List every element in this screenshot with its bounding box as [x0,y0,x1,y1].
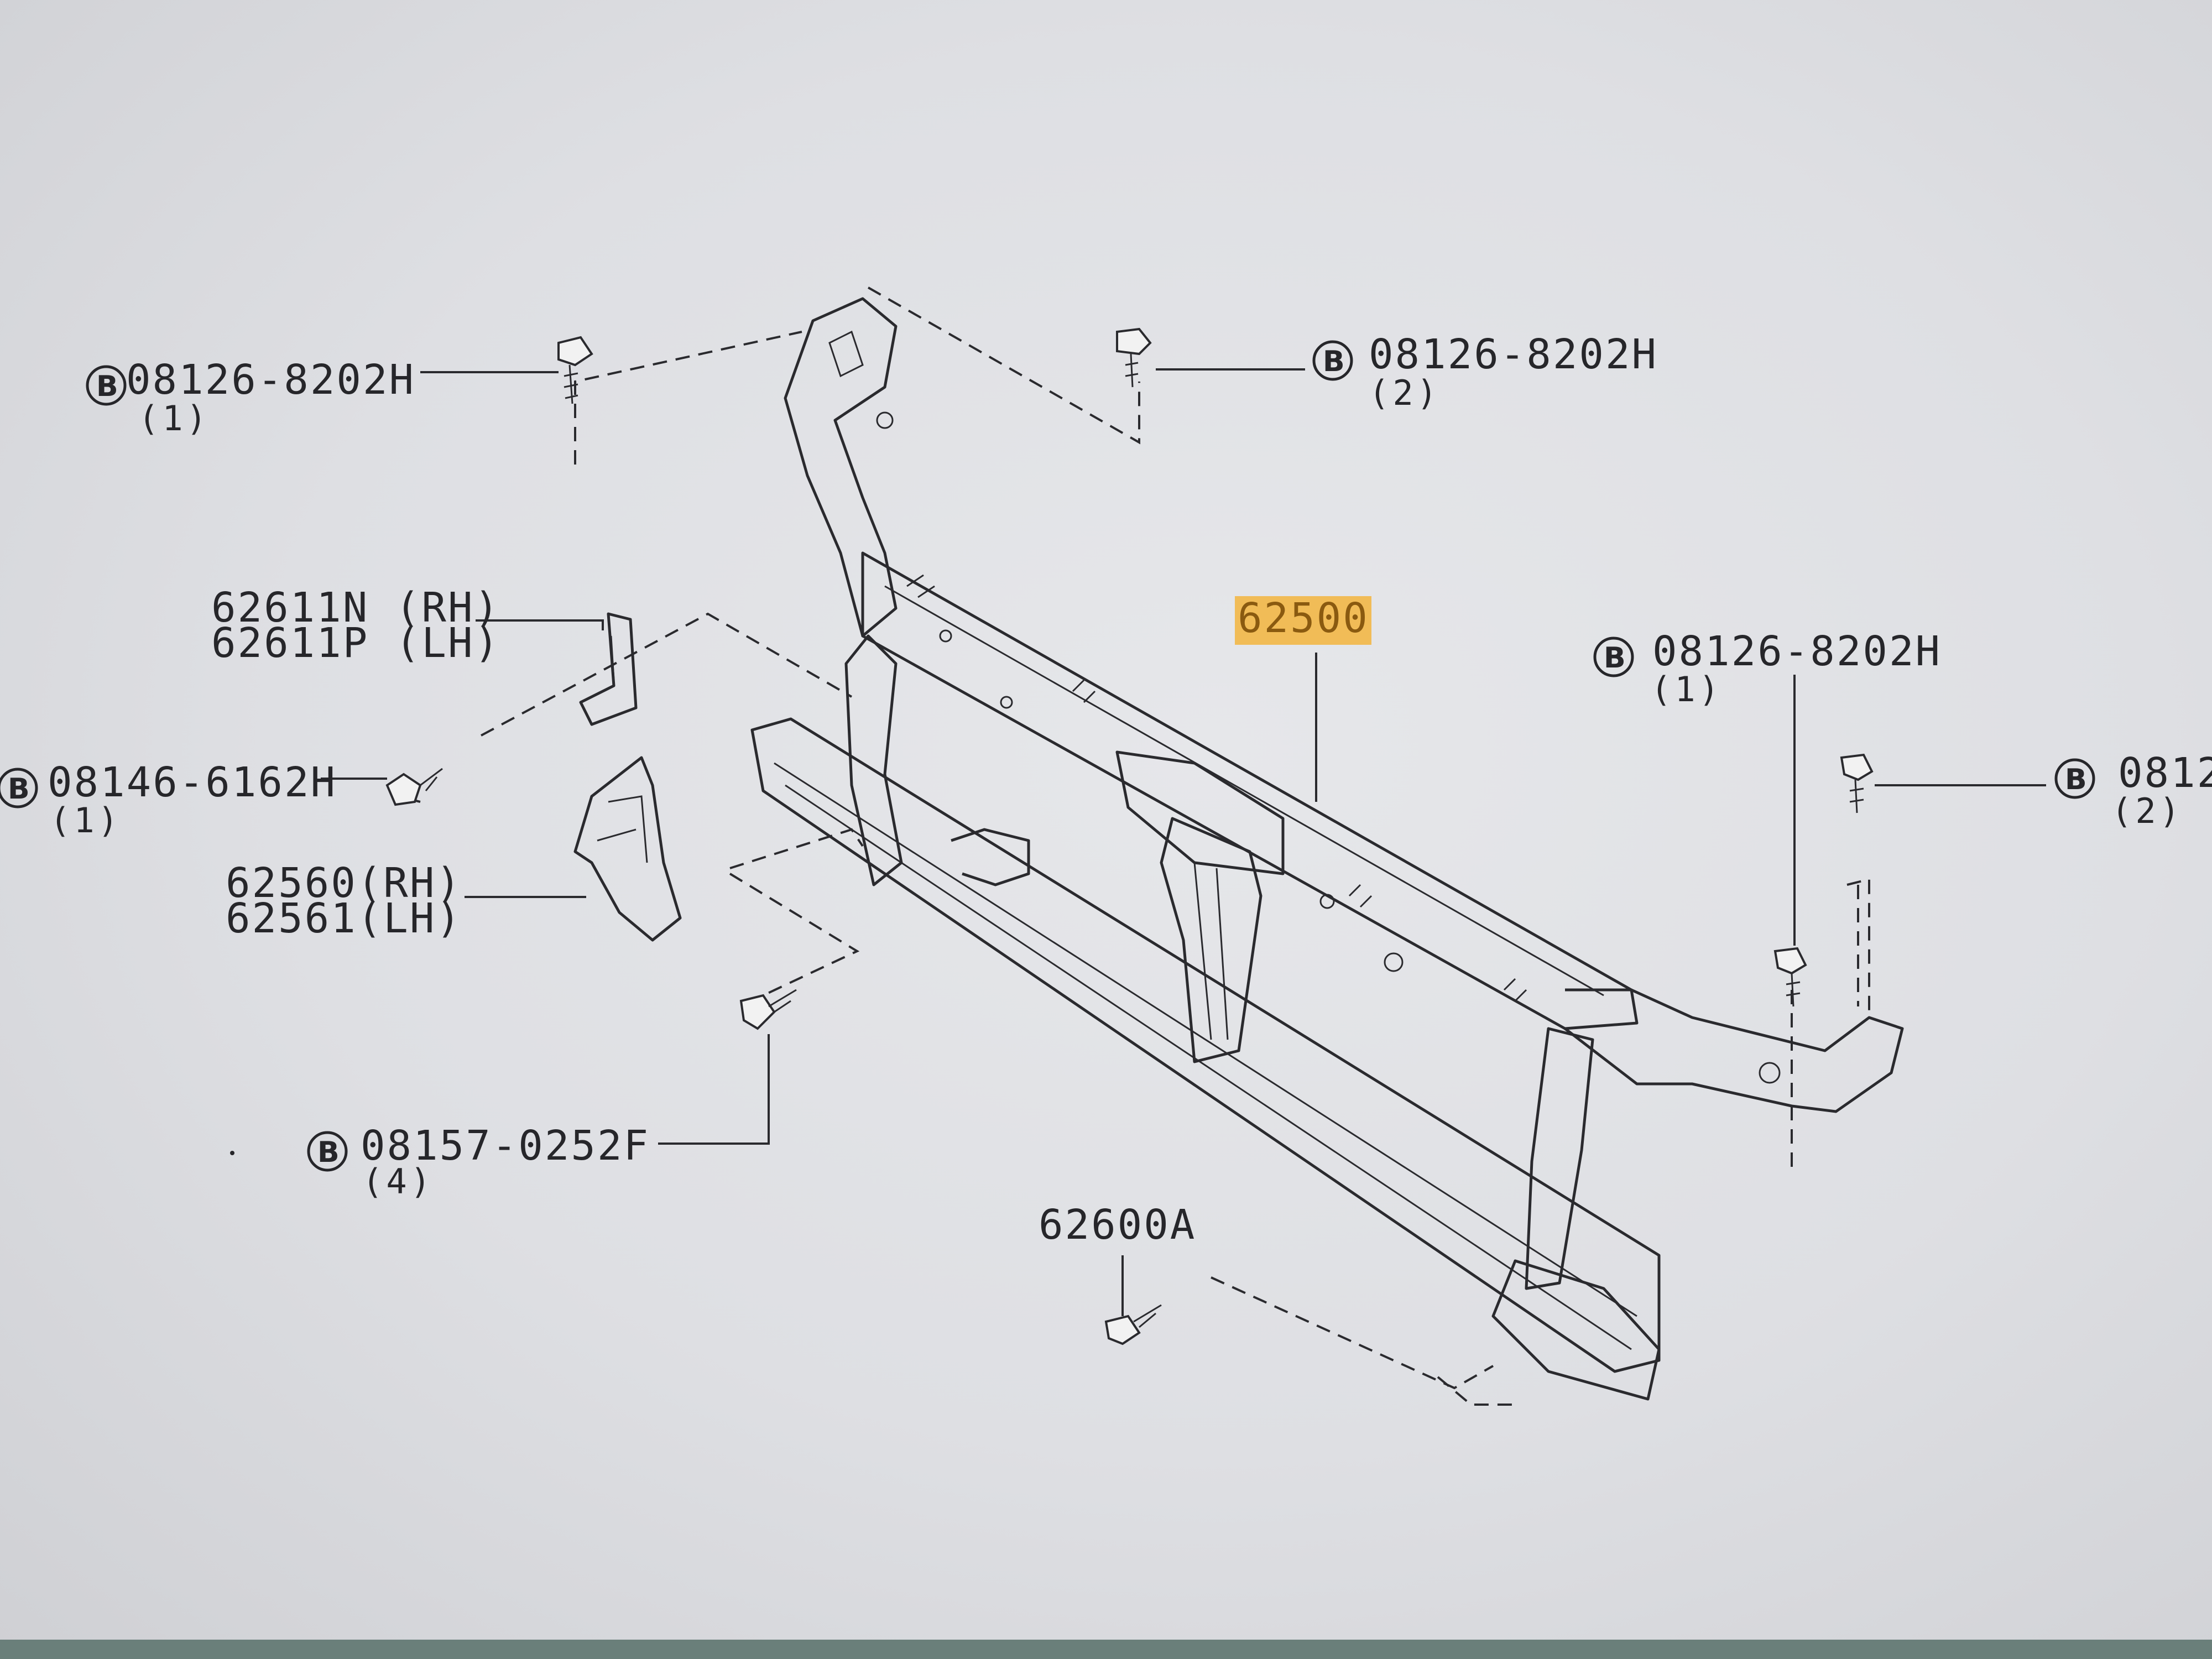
bolt-icon [1840,753,1874,813]
callout-08157-0252F: B 08157-0252F (4) [307,1122,650,1202]
bolt-icon [1773,947,1807,1007]
part-number: 62500 [1238,594,1369,642]
callout-62560: 62560(RH) 62561(LH) [226,859,462,942]
leader-lines [321,368,2046,1316]
part-number: 08157-0252F [361,1122,650,1170]
ref-letter: B [1323,345,1345,378]
callout-0812-right-edge: B 0812 (2) [2054,749,2212,831]
part-number: 62600A [1039,1201,1196,1249]
quantity: (2) [2111,791,2183,831]
b-reference-icon [307,1131,348,1172]
bolt-icon [1116,327,1152,388]
quantity: (4) [362,1161,434,1202]
bolt-icon [1104,1304,1162,1345]
ref-letter: B [1604,641,1626,675]
ref-letter: B [96,370,118,403]
ref-letter: B [2065,763,2087,796]
quantity: (1) [50,800,122,841]
b-reference-icon [1593,637,1634,677]
b-reference-icon [1312,340,1353,381]
callout-62500[interactable]: 62500 [1235,594,1371,645]
part-number: 08126-8202H [1369,331,1658,378]
callout-62600A: 62600A [1039,1201,1196,1249]
ref-letter: B [8,773,30,806]
callout-08126-8202H-right-mid: B 08126-8202H (1) [1593,628,1942,709]
highlight-box [1235,596,1371,645]
callout-08146-6162H: B 08146-6162H (1) [0,759,337,841]
bolt-icon [739,989,797,1030]
dashed-guides [398,286,1870,1406]
bolt-icon [557,336,593,404]
bracket-62611 [579,612,638,726]
part-number-lh: 62611P (LH) [211,619,500,667]
ref-letter: B [317,1136,340,1169]
part-number: 0812 [2118,749,2212,797]
part-number: 08126-8202H [126,356,415,404]
part-number: 08146-6162H [48,759,337,806]
bracket-62560 [573,756,682,942]
quantity: (1) [1651,669,1723,709]
part-number: 08126-8202H [1652,628,1942,675]
callout-08126-8202H-top-right: B 08126-8202H (2) [1312,331,1658,413]
radiator-core-support [750,297,1904,1401]
quantity: (1) [138,398,210,439]
b-reference-icon [2054,758,2095,799]
quantity: (2) [1369,373,1441,413]
callout-62611: 62611N (RH) 62611P (LH) [211,584,500,667]
bolt-icon [385,768,443,806]
part-number-rh: 62560(RH) [226,859,462,907]
part-number-lh: 62561(LH) [226,895,462,942]
stray-dot [230,1151,234,1155]
callout-08126-8202H-top-left: B 08126-8202H (1) [86,356,415,439]
b-reference-icon [0,768,38,808]
part-number-rh: 62611N (RH) [211,584,500,632]
monitor-bezel-edge [0,1640,2212,1659]
b-reference-icon [86,365,127,406]
